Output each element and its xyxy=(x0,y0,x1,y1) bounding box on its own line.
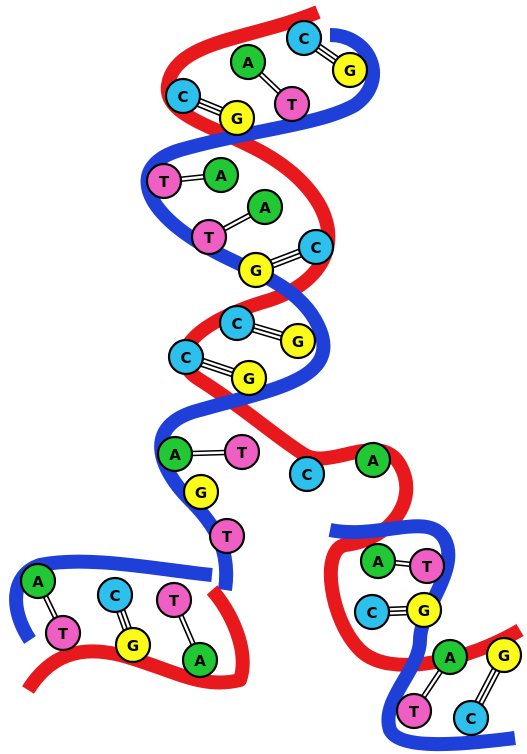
base-t-29: T xyxy=(157,583,191,617)
base-c-12: C xyxy=(220,306,254,340)
base-t-6: T xyxy=(147,164,181,198)
base-t-23: T xyxy=(410,549,444,583)
base-c-10: C xyxy=(299,230,333,264)
base-a-19: A xyxy=(356,443,390,477)
base-a-16: A xyxy=(158,437,192,471)
base-label: A xyxy=(32,573,44,591)
base-label: G xyxy=(231,110,243,128)
base-t-5: T xyxy=(275,87,309,121)
base-g-15: G xyxy=(232,361,266,395)
base-label: C xyxy=(366,604,377,622)
base-label: T xyxy=(237,444,248,462)
base-c-1: C xyxy=(287,21,321,55)
helix-backbones xyxy=(16,12,520,744)
base-label: A xyxy=(242,54,254,72)
base-c-14: C xyxy=(169,340,203,374)
base-label: A xyxy=(367,452,379,470)
base-label: T xyxy=(287,96,298,114)
base-c-18: C xyxy=(290,457,324,491)
base-label: A xyxy=(194,652,206,670)
base-t-9: T xyxy=(192,220,226,254)
base-label: T xyxy=(422,558,433,576)
base-label: G xyxy=(498,647,510,665)
base-a-0: A xyxy=(231,45,265,79)
base-label: C xyxy=(301,466,312,484)
base-g-13: G xyxy=(281,324,315,358)
base-g-2: G xyxy=(333,53,367,87)
base-g-25: G xyxy=(407,593,441,627)
base-label: G xyxy=(243,370,255,388)
base-g-20: G xyxy=(184,475,218,509)
base-label: G xyxy=(418,602,430,620)
base-label: T xyxy=(169,592,180,610)
base-g-11: G xyxy=(239,253,273,287)
base-t-21: T xyxy=(210,519,244,553)
base-t-17: T xyxy=(225,435,259,469)
base-label: A xyxy=(372,553,384,571)
base-a-26: A xyxy=(21,564,55,598)
base-label: A xyxy=(444,649,456,667)
base-label: C xyxy=(177,88,188,106)
base-a-7: A xyxy=(204,158,238,192)
base-label: T xyxy=(159,173,170,191)
base-label: G xyxy=(195,484,207,502)
base-label: A xyxy=(215,167,227,185)
base-c-3: C xyxy=(166,79,200,113)
base-label: C xyxy=(180,349,191,367)
base-a-22: A xyxy=(361,544,395,578)
base-label: G xyxy=(292,333,304,351)
base-label: T xyxy=(204,229,215,247)
base-label: C xyxy=(465,710,476,728)
base-c-28: C xyxy=(98,578,132,612)
base-c-35: C xyxy=(454,701,488,735)
base-g-4: G xyxy=(220,101,254,135)
base-label: G xyxy=(344,62,356,80)
base-label: C xyxy=(298,30,309,48)
base-label: A xyxy=(259,199,271,217)
base-t-27: T xyxy=(46,616,80,650)
base-label: A xyxy=(169,446,181,464)
base-label: T xyxy=(222,528,233,546)
base-a-32: A xyxy=(433,640,467,674)
base-g-33: G xyxy=(487,638,521,672)
base-label: G xyxy=(250,262,262,280)
base-label: T xyxy=(58,625,69,643)
base-c-24: C xyxy=(355,595,389,629)
base-t-34: T xyxy=(397,694,431,728)
base-label: T xyxy=(409,703,420,721)
base-a-8: A xyxy=(248,190,282,224)
base-label: C xyxy=(231,315,242,333)
base-label: C xyxy=(109,587,120,605)
base-a-31: A xyxy=(183,643,217,677)
base-label: G xyxy=(127,637,139,655)
base-g-30: G xyxy=(116,628,150,662)
base-label: C xyxy=(310,239,321,257)
